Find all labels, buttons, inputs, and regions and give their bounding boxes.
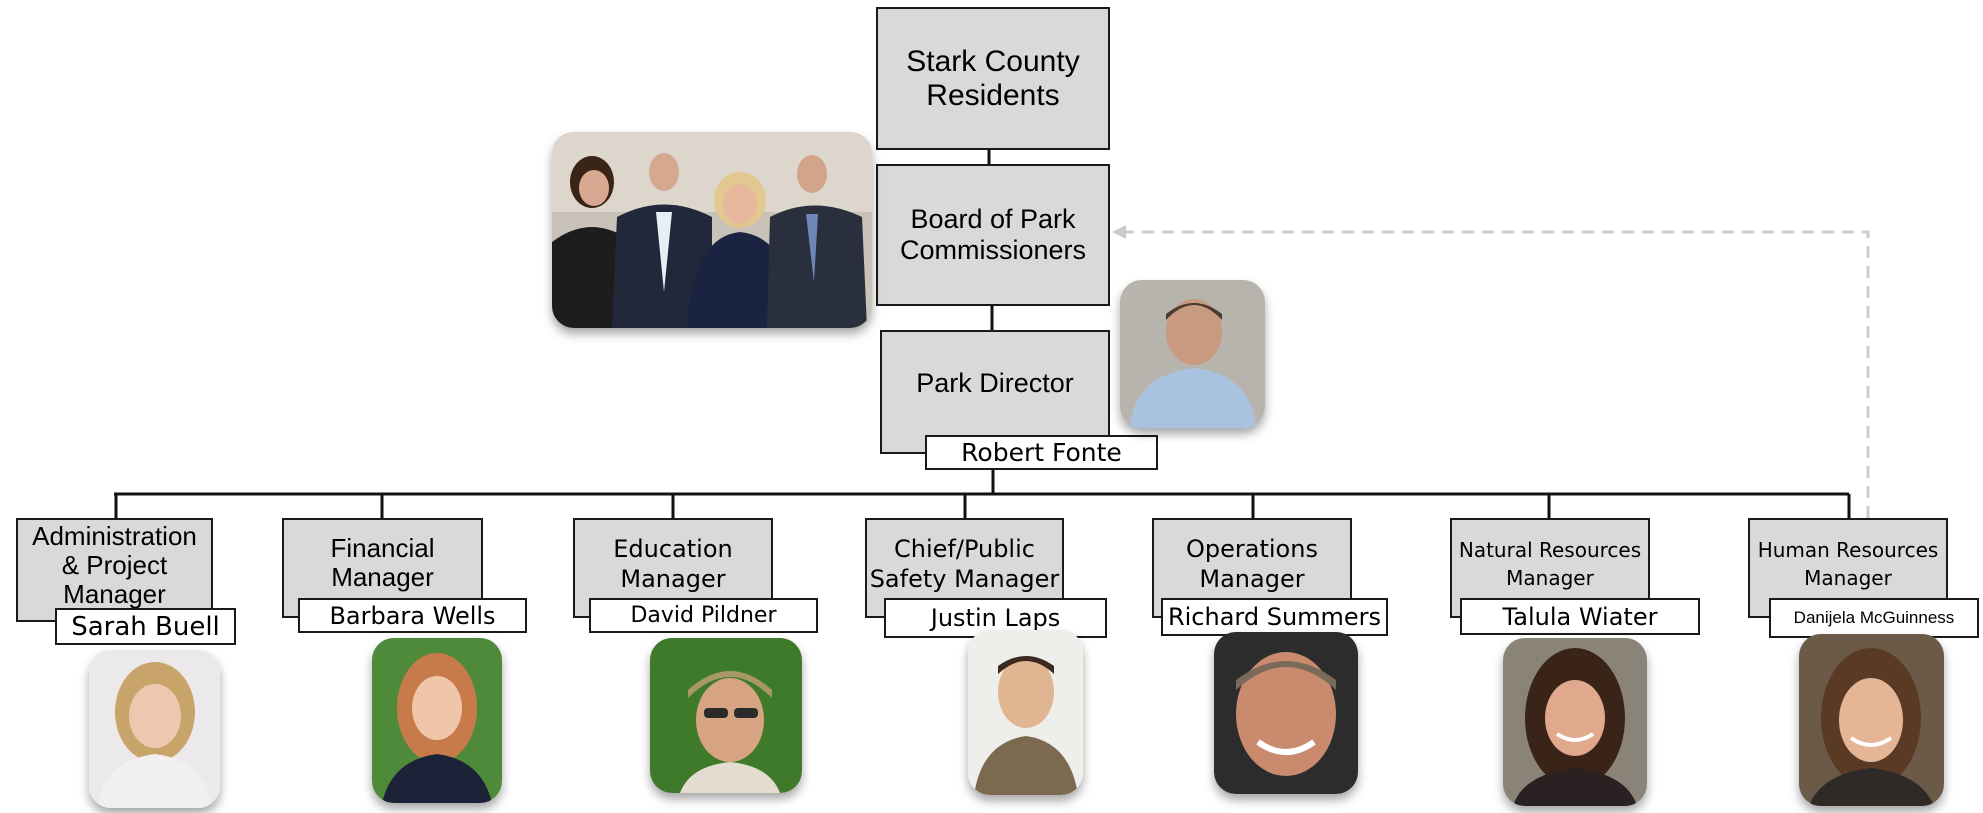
arrow-head-icon: [1112, 225, 1126, 239]
manager-photo-human-resources: [1799, 634, 1944, 806]
board-group-photo: [552, 132, 872, 328]
manager-photo-financial: [372, 638, 502, 803]
director-photo: [1120, 280, 1265, 428]
director-name: Robert Fonte: [925, 435, 1158, 470]
manager-photo-safety: [968, 630, 1083, 795]
manager-photo-operations: [1214, 632, 1358, 794]
manager-box-administration: Administration & Project Manager: [16, 518, 213, 622]
manager-photo-administration: [89, 650, 220, 808]
manager-name-human-resources: Danijela McGuinness: [1769, 598, 1979, 638]
residents-box: Stark County Residents: [876, 7, 1110, 150]
manager-name-financial: Barbara Wells: [298, 598, 527, 633]
manager-name-operations: Richard Summers: [1161, 598, 1388, 636]
manager-name-education: David Pildner: [589, 598, 818, 633]
board-box: Board of Park Commissioners: [876, 164, 1110, 306]
manager-photo-education: [650, 638, 802, 793]
manager-name-natural-resources: Talula Wiater: [1460, 598, 1700, 635]
manager-name-administration: Sarah Buell: [55, 608, 236, 645]
manager-photo-natural-resources: [1503, 638, 1647, 806]
dashed-connector: [1114, 230, 1870, 518]
